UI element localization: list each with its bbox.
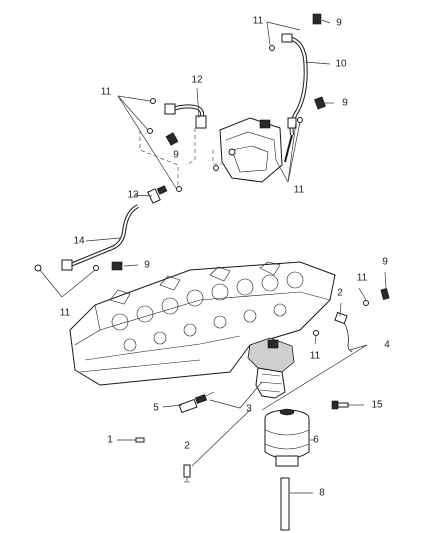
callout-11: 11 <box>357 273 368 284</box>
bolt-15 <box>331 400 349 410</box>
washer-module <box>213 165 219 171</box>
cylinder-head <box>69 261 336 386</box>
callout-11: 11 <box>310 351 321 362</box>
callout-9: 9 <box>173 150 179 161</box>
callout-labels: 9 11 10 9 11 12 9 11 13 14 9 11 9 11 2 4… <box>60 16 390 499</box>
callout-1: 1 <box>107 435 113 446</box>
callout-3: 3 <box>246 404 252 415</box>
fuel-line-4 <box>334 311 353 353</box>
callout-10: 10 <box>335 59 347 70</box>
injection-pump-module <box>219 117 283 183</box>
callout-13: 13 <box>127 190 139 201</box>
washer-right <box>313 300 369 336</box>
callout-15: 15 <box>371 400 383 411</box>
callout-12: 12 <box>191 75 203 86</box>
callout-9: 9 <box>342 98 348 109</box>
callout-11: 11 <box>101 87 112 98</box>
banjo-bolt-top <box>312 13 326 110</box>
fuel-line-14 <box>61 204 140 271</box>
callout-11: 11 <box>294 185 305 196</box>
callout-4: 4 <box>384 340 390 351</box>
callout-11: 11 <box>60 308 71 319</box>
callout-11: 11 <box>253 16 264 27</box>
callout-2: 2 <box>184 441 190 452</box>
fuel-filter-housing <box>247 337 295 399</box>
sensor <box>178 391 215 414</box>
upper-left-hardware <box>147 98 182 192</box>
fuel-line-10 <box>281 33 308 163</box>
callout-9: 9 <box>336 18 342 29</box>
callout-5: 5 <box>153 403 159 414</box>
callout-9: 9 <box>382 257 388 268</box>
banjo-bolt-right <box>380 288 390 300</box>
callout-2: 2 <box>337 288 343 299</box>
lower-left-hardware <box>34 261 123 272</box>
callout-6: 6 <box>313 435 319 446</box>
callout-14: 14 <box>73 236 85 247</box>
fuel-filter-cartridge <box>264 408 310 467</box>
drain-tube <box>280 477 290 531</box>
connector-lower <box>183 464 191 483</box>
leader-lines <box>39 19 387 494</box>
bolt-small <box>135 437 145 443</box>
callout-9: 9 <box>144 260 150 271</box>
fuel-line-12 <box>164 103 207 129</box>
callout-8: 8 <box>319 488 325 499</box>
fitting-13 <box>147 185 168 204</box>
